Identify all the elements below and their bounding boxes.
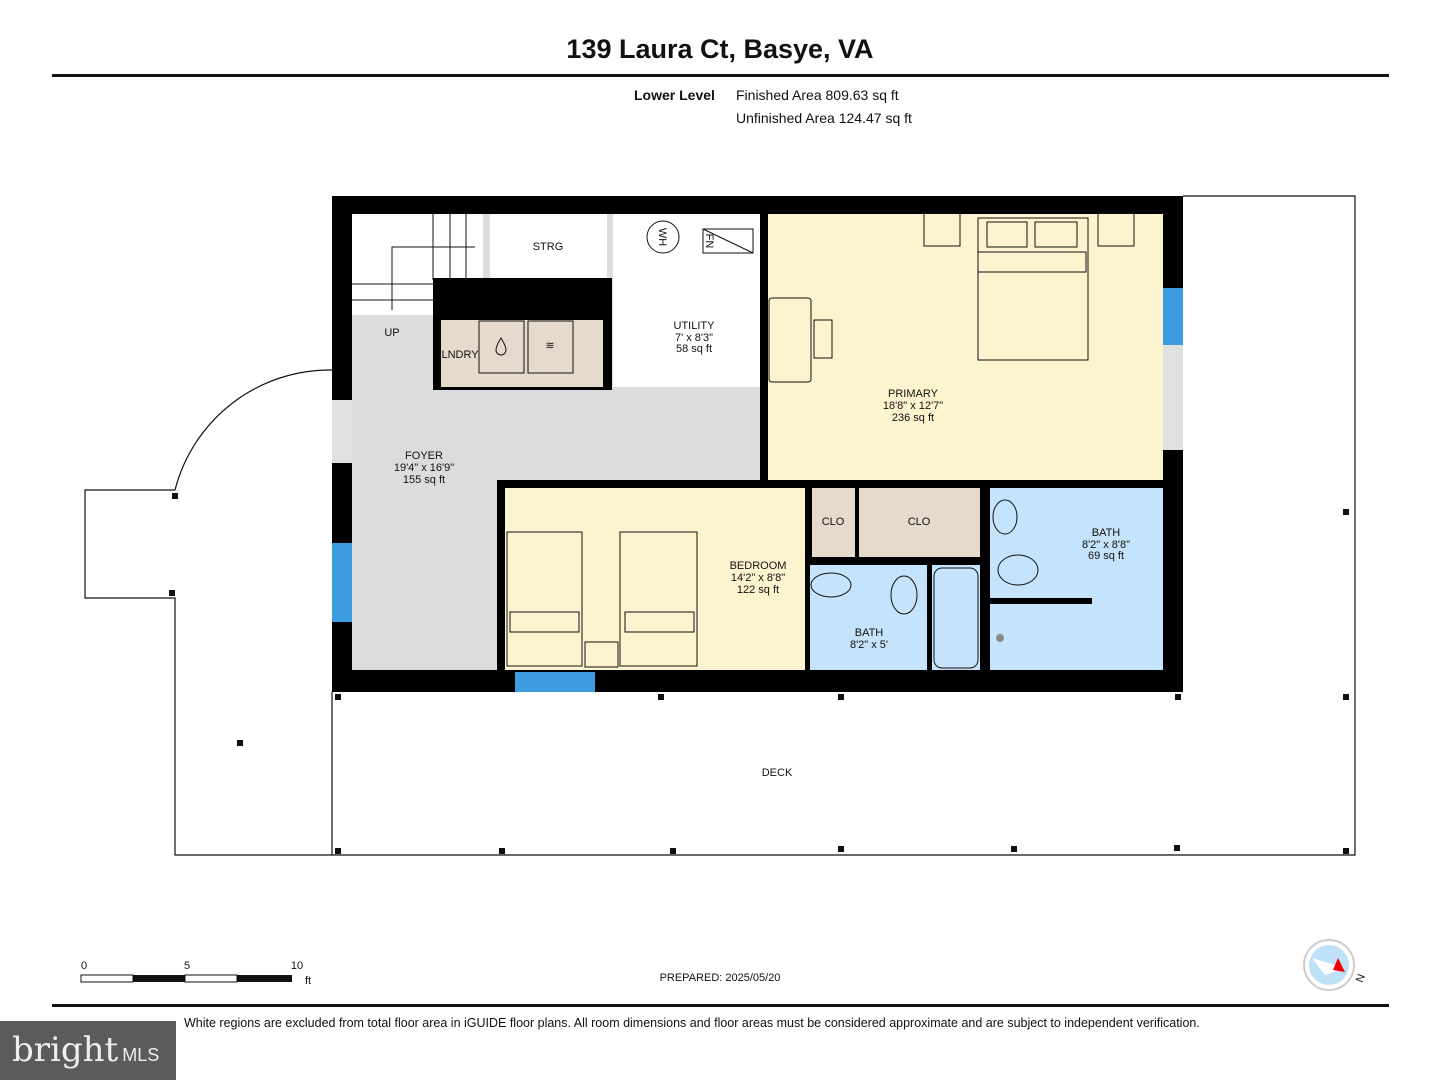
closet-label: CLO xyxy=(908,516,931,528)
stairs-up-label: UP xyxy=(384,327,399,339)
disclaimer: White regions are excluded from total fl… xyxy=(184,1016,1200,1030)
furniture xyxy=(478,212,1135,669)
utility-label: UTILITY xyxy=(674,320,716,332)
utility-dims: 7' x 8'3" xyxy=(675,332,713,344)
laundry-label: LNDRY xyxy=(441,349,479,361)
scale-bar: 0 5 10 ft xyxy=(80,960,311,987)
bath-label: BATH xyxy=(855,627,884,639)
level-name: Lower Level xyxy=(634,87,715,103)
scale-tick-0: 0 xyxy=(81,960,87,972)
interior-wall xyxy=(497,480,505,670)
furnace-label: FN xyxy=(703,234,715,249)
interior-wall xyxy=(760,214,768,480)
scale-tick-10: 10 xyxy=(291,960,303,972)
closet-floor xyxy=(859,488,980,557)
closet-label: CLO xyxy=(822,516,845,528)
prepared-date: PREPARED: 2025/05/20 xyxy=(660,972,781,984)
page-title: 139 Laura Ct, Basye, VA xyxy=(566,34,874,64)
dryer-icon: ≋ xyxy=(545,340,554,352)
shower-head-icon xyxy=(996,634,1004,642)
interior-wall xyxy=(497,480,1163,488)
compass-icon: N xyxy=(1303,939,1368,991)
bedroom-label: BEDROOM xyxy=(730,560,787,572)
deck-label: DECK xyxy=(762,767,793,779)
bath-floor xyxy=(810,565,980,670)
storage-label: STRG xyxy=(533,241,564,253)
footer-divider xyxy=(52,1004,1389,1007)
entry-door[interactable] xyxy=(332,400,352,463)
utility-area: 58 sq ft xyxy=(676,343,712,355)
unfinished-area: Unfinished Area 124.47 sq ft xyxy=(736,110,912,126)
scale-tick-5: 5 xyxy=(184,960,190,972)
closet-floor xyxy=(812,488,855,557)
bath-dims: 8'2" x 5' xyxy=(850,639,888,651)
bedroom-dims: 14'2" x 8'8" xyxy=(731,572,785,584)
scale-unit: ft xyxy=(305,975,311,987)
primary-area: 236 sq ft xyxy=(892,412,934,424)
foyer-dims: 19'4" x 16'9" xyxy=(394,462,454,474)
header-divider xyxy=(52,74,1389,77)
bath-area: 69 sq ft xyxy=(1088,550,1124,562)
bedroom-floor xyxy=(505,488,805,670)
finished-area: Finished Area 809.63 sq ft xyxy=(736,87,899,103)
foyer-area: 155 sq ft xyxy=(403,474,445,486)
foyer-label: FOYER xyxy=(405,450,443,462)
primary-dims: 18'8" x 12'7" xyxy=(883,400,943,412)
bath-dims: 8'2" x 8'8" xyxy=(1082,539,1130,551)
utility-floor xyxy=(613,214,760,387)
primary-floor xyxy=(768,214,1163,480)
interior-wall xyxy=(990,598,1092,604)
washer-icon xyxy=(495,337,507,356)
compass-north-label: N xyxy=(1354,973,1368,985)
deck-posts xyxy=(169,493,1349,854)
deck-outline xyxy=(84,195,1356,856)
stair-lines xyxy=(352,214,475,310)
bath-floor xyxy=(990,488,1163,670)
water-heater-label: WH xyxy=(656,228,668,246)
primary-label: PRIMARY xyxy=(888,388,939,400)
windows xyxy=(332,288,1183,692)
storage-floor xyxy=(490,214,607,278)
bedroom-area: 122 sq ft xyxy=(737,584,779,596)
sliding-door[interactable] xyxy=(1163,345,1183,450)
tub-wall xyxy=(927,565,932,670)
bath-label: BATH xyxy=(1092,527,1121,539)
